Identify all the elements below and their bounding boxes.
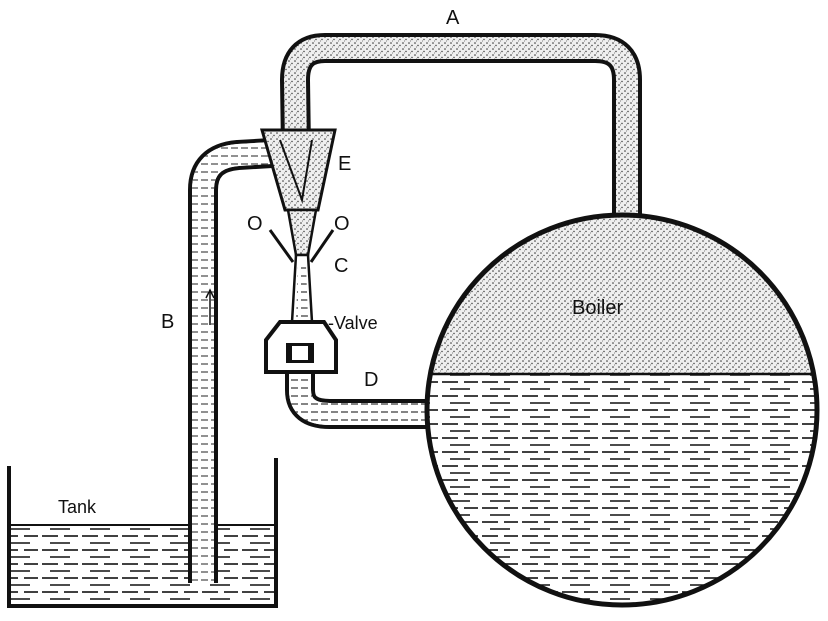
pipe-a	[280, 33, 642, 222]
label-b: B	[161, 311, 175, 333]
label-a: A	[446, 7, 460, 29]
label-c: C	[334, 255, 349, 277]
label-boiler: Boiler	[572, 297, 624, 319]
overflow-left	[268, 229, 295, 263]
label-o-left: O	[247, 213, 263, 235]
label-o-right: O	[334, 213, 350, 235]
tank	[7, 458, 278, 608]
tank-walls	[7, 458, 278, 608]
pipe-b	[188, 137, 289, 583]
label-tank: Tank	[58, 497, 97, 517]
boiler-steam	[427, 215, 817, 374]
label-e: E	[338, 153, 352, 175]
tank-water	[9, 525, 275, 605]
overflow-right	[309, 229, 335, 263]
boiler-shell	[424, 212, 820, 608]
label-d: D	[364, 369, 379, 391]
steam-cone-e	[260, 128, 337, 212]
boiler	[424, 212, 820, 608]
label-valve: -Valve	[328, 313, 378, 333]
boiler-water	[427, 374, 817, 605]
injector	[260, 128, 338, 374]
pipe-d	[285, 368, 440, 429]
